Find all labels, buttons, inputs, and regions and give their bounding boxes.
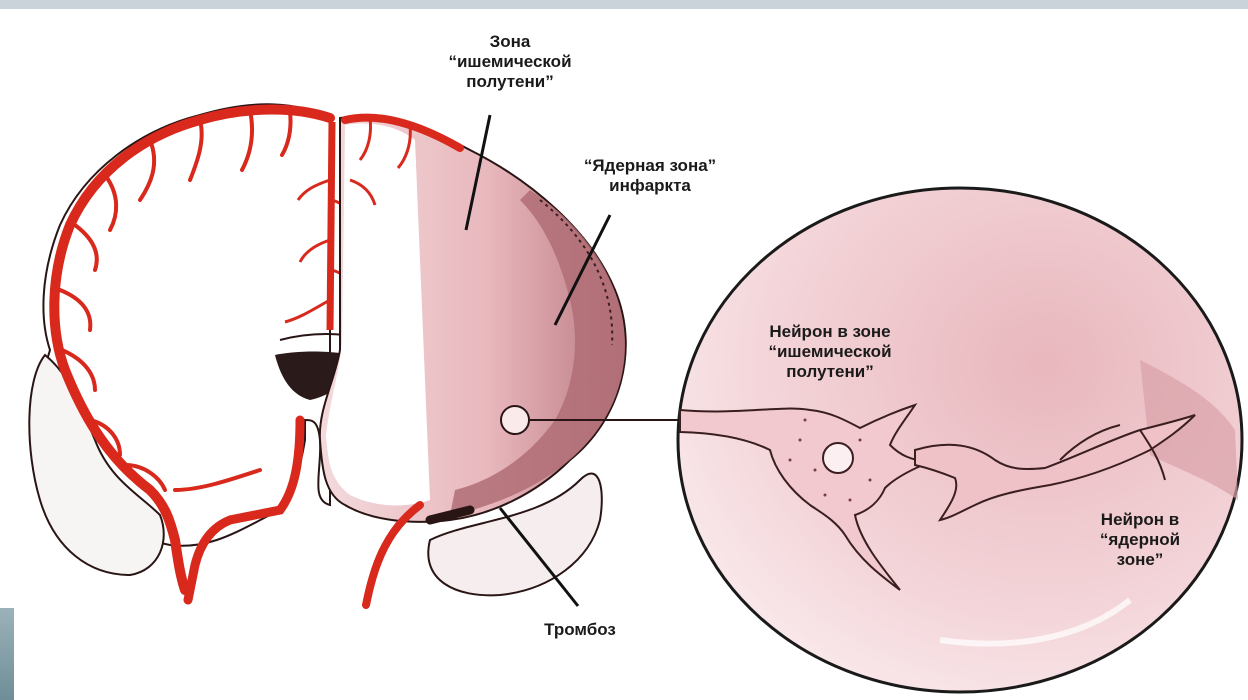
core-zone-label: “Ядерная зона” инфаркта xyxy=(560,156,740,196)
thrombosis-label: Тромбоз xyxy=(520,620,640,640)
magnified-view xyxy=(678,188,1242,692)
core-neuron-label: Нейрон в “ядерной зоне” xyxy=(1085,510,1195,570)
penumbra-neuron-label: Нейрон в зоне “ишемической полутени” xyxy=(745,322,915,382)
midline-artery xyxy=(330,122,332,330)
magnification-focus xyxy=(501,406,529,434)
penumbra-zone-label: Зона “ишемической полутени” xyxy=(440,32,580,92)
left-hemisphere xyxy=(29,104,365,600)
